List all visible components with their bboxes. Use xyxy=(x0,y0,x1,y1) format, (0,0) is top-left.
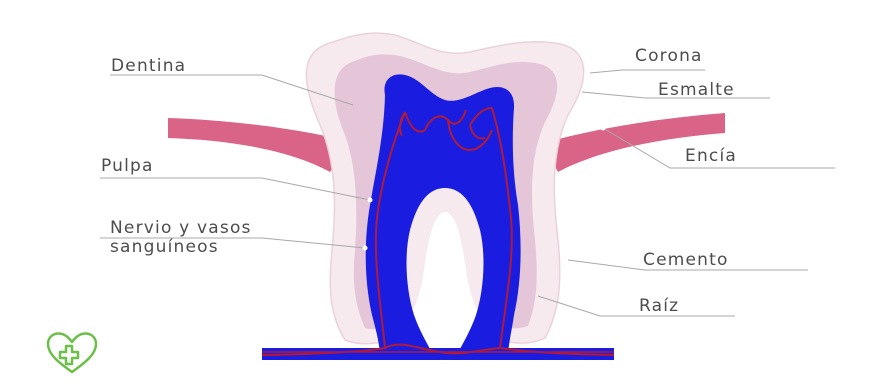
label-raiz: Raíz xyxy=(639,296,679,316)
label-corona: Corona xyxy=(635,46,703,66)
heart-cross-logo xyxy=(48,333,96,372)
label-pulpa: Pulpa xyxy=(101,156,154,176)
leader-pulpa xyxy=(100,178,370,200)
marker-encia xyxy=(601,126,606,131)
marker-nervio xyxy=(363,246,368,251)
label-nervio-line2: sanguíneos xyxy=(110,237,219,257)
label-dentina: Dentina xyxy=(111,56,186,76)
label-cemento: Cemento xyxy=(643,250,729,270)
marker-pulpa xyxy=(368,198,373,203)
label-nervio-line1: Nervio y vasos xyxy=(110,218,252,238)
leader-raiz xyxy=(538,296,735,316)
gum-left xyxy=(168,118,336,172)
leader-corona xyxy=(590,70,705,73)
label-esmalte: Esmalte xyxy=(658,80,735,100)
label-encia: Encía xyxy=(685,146,737,166)
